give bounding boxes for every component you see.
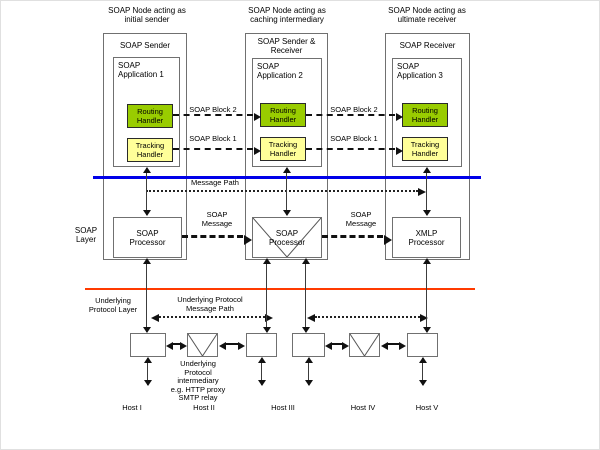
underlying-protocol-layer-label: Underlying Protocol Layer: [88, 296, 138, 314]
host2-label: Host II: [193, 403, 215, 412]
soap-message-arrow-1to2: [182, 234, 252, 245]
node3-caption-line2: ultimate receiver: [397, 15, 457, 24]
underlying-message-path-arrow-left: [151, 314, 273, 322]
soap-layer-boundary-line: [93, 176, 481, 179]
soap-message-label-right: SOAP Message: [345, 210, 377, 228]
routing-handler1-box: Routing Handler: [127, 104, 173, 128]
host3-network-arrow-right: [305, 357, 313, 386]
node3-caption: SOAP Node acting as ultimate receiver: [367, 6, 487, 24]
soap-application3-label: SOAP Application 3: [397, 62, 443, 80]
node2-caption-line2: caching intermediary: [250, 15, 324, 24]
host4-intermediary-box: [349, 333, 380, 357]
soap-application1-label: SOAP Application 1: [118, 61, 164, 79]
node3-processor-host-arrow: [423, 258, 431, 333]
underlying-protocol-boundary-line: [85, 288, 475, 290]
soap-block2-label-left: SOAP Block 2: [189, 105, 237, 114]
host5-endpoint-box: [407, 333, 438, 357]
soap-application2-label: SOAP Application 2: [257, 62, 303, 80]
node1-caption: SOAP Node acting as initial sender: [87, 6, 207, 24]
soap-block1-label-left: SOAP Block 1: [189, 134, 237, 143]
node1-role-label: SOAP Sender: [119, 41, 171, 50]
node3-caption-line1: SOAP Node acting as: [388, 6, 466, 15]
soap-block1-label-right: SOAP Block 1: [330, 134, 378, 143]
host5-label: Host V: [415, 403, 439, 412]
soap-processor2-box: SOAP Processor: [252, 217, 322, 258]
host1-endpoint-box: [130, 333, 166, 357]
node2-caption: SOAP Node acting as caching intermediary: [227, 6, 347, 24]
underlying-message-path-arrow-right: [307, 314, 428, 322]
host4-host5-link-arrow: [381, 342, 406, 350]
node2-role-label: SOAP Sender & Receiver: [257, 37, 316, 55]
message-path-dotted-arrow: [146, 188, 426, 196]
host2-intermediary-box: [187, 333, 218, 357]
processor2-funnel-shape: [253, 218, 321, 257]
host4-label: Host IV: [350, 403, 376, 412]
routing-handler3-box: Routing Handler: [402, 103, 448, 127]
node1-caption-line1: SOAP Node acting as: [108, 6, 186, 15]
routing-handler2-box: Routing Handler: [260, 103, 306, 127]
host3-label: Host III: [271, 403, 295, 412]
node1-processor-host-arrow: [143, 258, 151, 333]
host3-endpoint-box-left: [246, 333, 277, 357]
node1-caption-line2: initial sender: [124, 15, 170, 24]
host2-envelope-shape: [188, 334, 217, 356]
node1-app-processor-arrow: [143, 167, 151, 216]
underlying-protocol-message-path-label: Underlying Protocol Message Path: [177, 295, 243, 313]
tracking-handler2-box: Tracking Handler: [260, 137, 306, 161]
node2-processor-host-arrow-right: [302, 258, 310, 333]
intermediary-note: Underlying Protocol intermediary e.g. HT…: [170, 359, 226, 402]
soap-block2-label-right: SOAP Block 2: [330, 105, 378, 114]
soap-block1-arrow-1to2: [173, 147, 261, 155]
host3-host4-link-arrow: [325, 342, 349, 350]
host1-network-arrow: [144, 357, 152, 386]
xmlp-processor-box: XMLP Processor: [392, 217, 461, 258]
host3-network-arrow-left: [258, 357, 266, 386]
soap-message-label-left: SOAP Message: [201, 210, 233, 228]
soap-layer-label: SOAP Layer: [74, 226, 98, 244]
node3-app-processor-arrow: [423, 167, 431, 216]
host3-endpoint-box-right: [292, 333, 325, 357]
host4-envelope-shape: [350, 334, 379, 356]
node2-app-processor-arrow: [283, 167, 291, 216]
node2-processor-host-arrow-left: [263, 258, 271, 333]
tracking-handler1-box: Tracking Handler: [127, 138, 173, 162]
node3-role-label: SOAP Receiver: [399, 41, 456, 50]
soap-block2-arrow-1to2: [173, 113, 261, 121]
soap-processor1-box: SOAP Processor: [113, 217, 182, 258]
host1-label: Host I: [122, 403, 142, 412]
soap-block1-arrow-2to3: [306, 147, 403, 155]
host5-network-arrow: [419, 357, 427, 386]
tracking-handler3-box: Tracking Handler: [402, 137, 448, 161]
soap-block2-arrow-2to3: [306, 113, 403, 121]
host2-host3-link-arrow: [219, 342, 245, 350]
message-path-label: Message Path: [191, 178, 239, 187]
soap-message-arrow-2to3: [322, 234, 392, 245]
host1-host2-link-arrow: [166, 342, 187, 350]
node2-caption-line1: SOAP Node acting as: [248, 6, 326, 15]
